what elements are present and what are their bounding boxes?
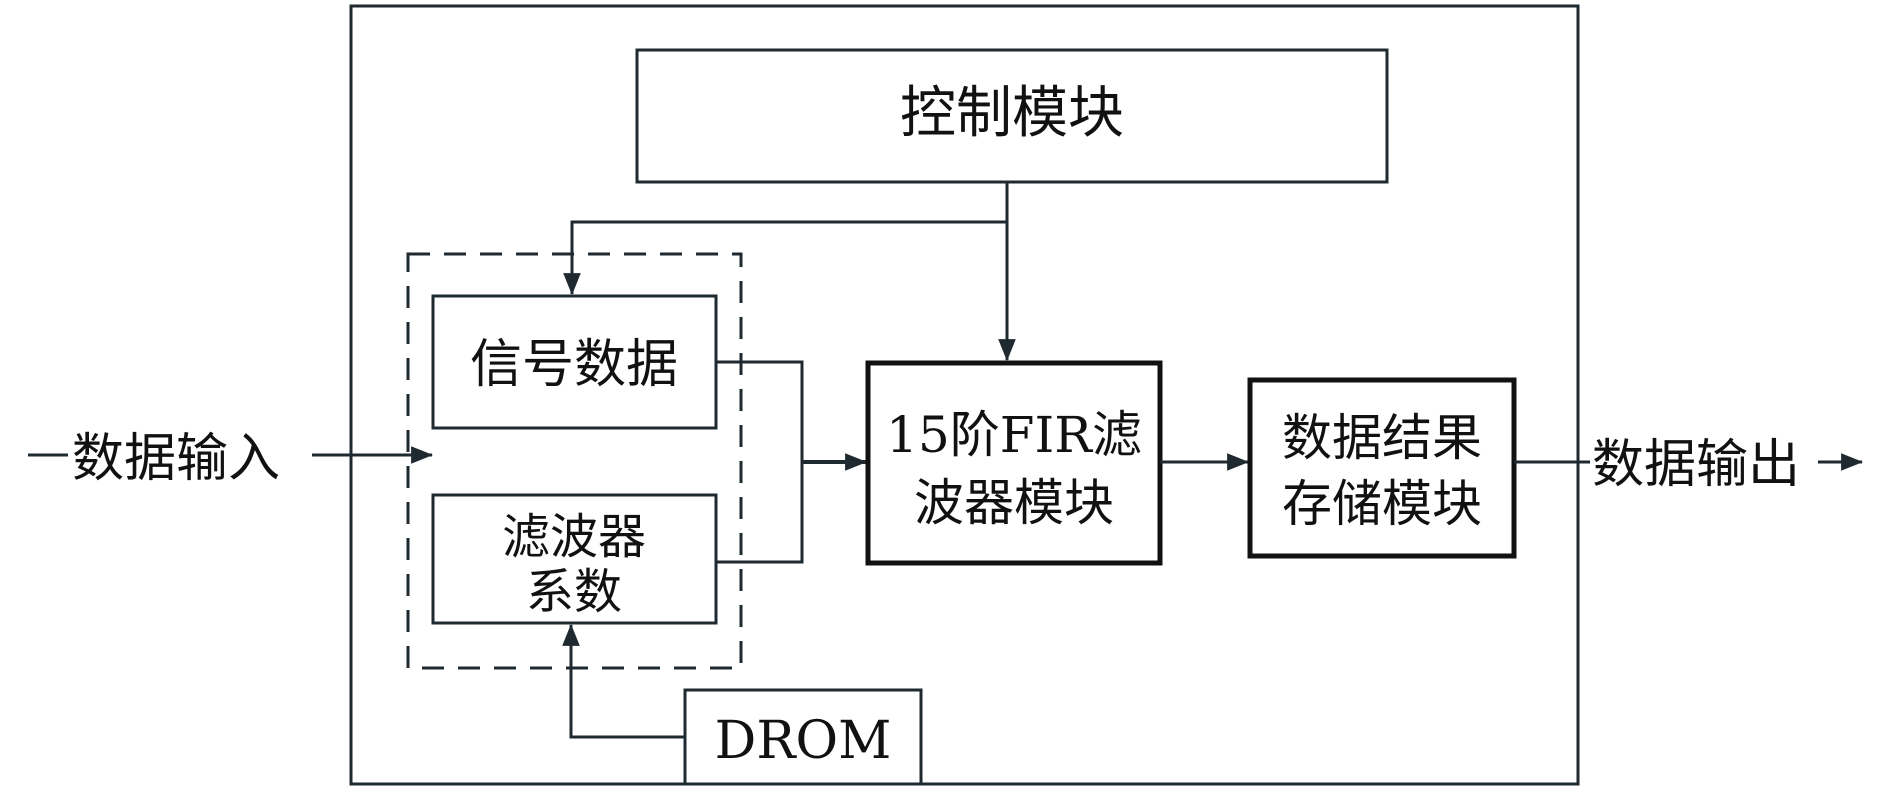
signal-data-block: 信号数据 (431, 294, 718, 430)
input-memory-group (406, 252, 743, 670)
fir-filter-label-line1: 15阶FIR滤 (886, 406, 1142, 464)
system-boundary (349, 4, 1580, 786)
data-output-label: 数据输出 (1592, 435, 1800, 495)
drom-to-coefficients-line (562, 623, 685, 739)
result-storage-label-line1: 数据结果 (1282, 409, 1482, 467)
result-storage-label-line2: 存储模块 (1282, 475, 1482, 533)
fir-filter-module: 15阶FIR滤 波器模块 (865, 360, 1163, 566)
filter-coefficients-block: 滤波器 系数 (431, 493, 718, 625)
filter-coefficients-label-line1: 滤波器 (502, 509, 646, 565)
filter-coefficients-label-line2: 系数 (526, 564, 622, 620)
signal-to-junction-line (716, 360, 804, 564)
data-input-label: 数据输入 (72, 429, 280, 489)
control-to-signal-line (563, 220, 1007, 296)
fir-filter-label-line2: 波器模块 (914, 474, 1114, 532)
signal-data-label: 信号数据 (470, 335, 678, 395)
drom-block: DROM (683, 688, 923, 786)
drom-label: DROM (715, 711, 892, 771)
control-module: 控制模块 (635, 48, 1389, 184)
control-module-label: 控制模块 (900, 81, 1124, 146)
result-storage-module: 数据结果 存储模块 (1247, 377, 1517, 559)
